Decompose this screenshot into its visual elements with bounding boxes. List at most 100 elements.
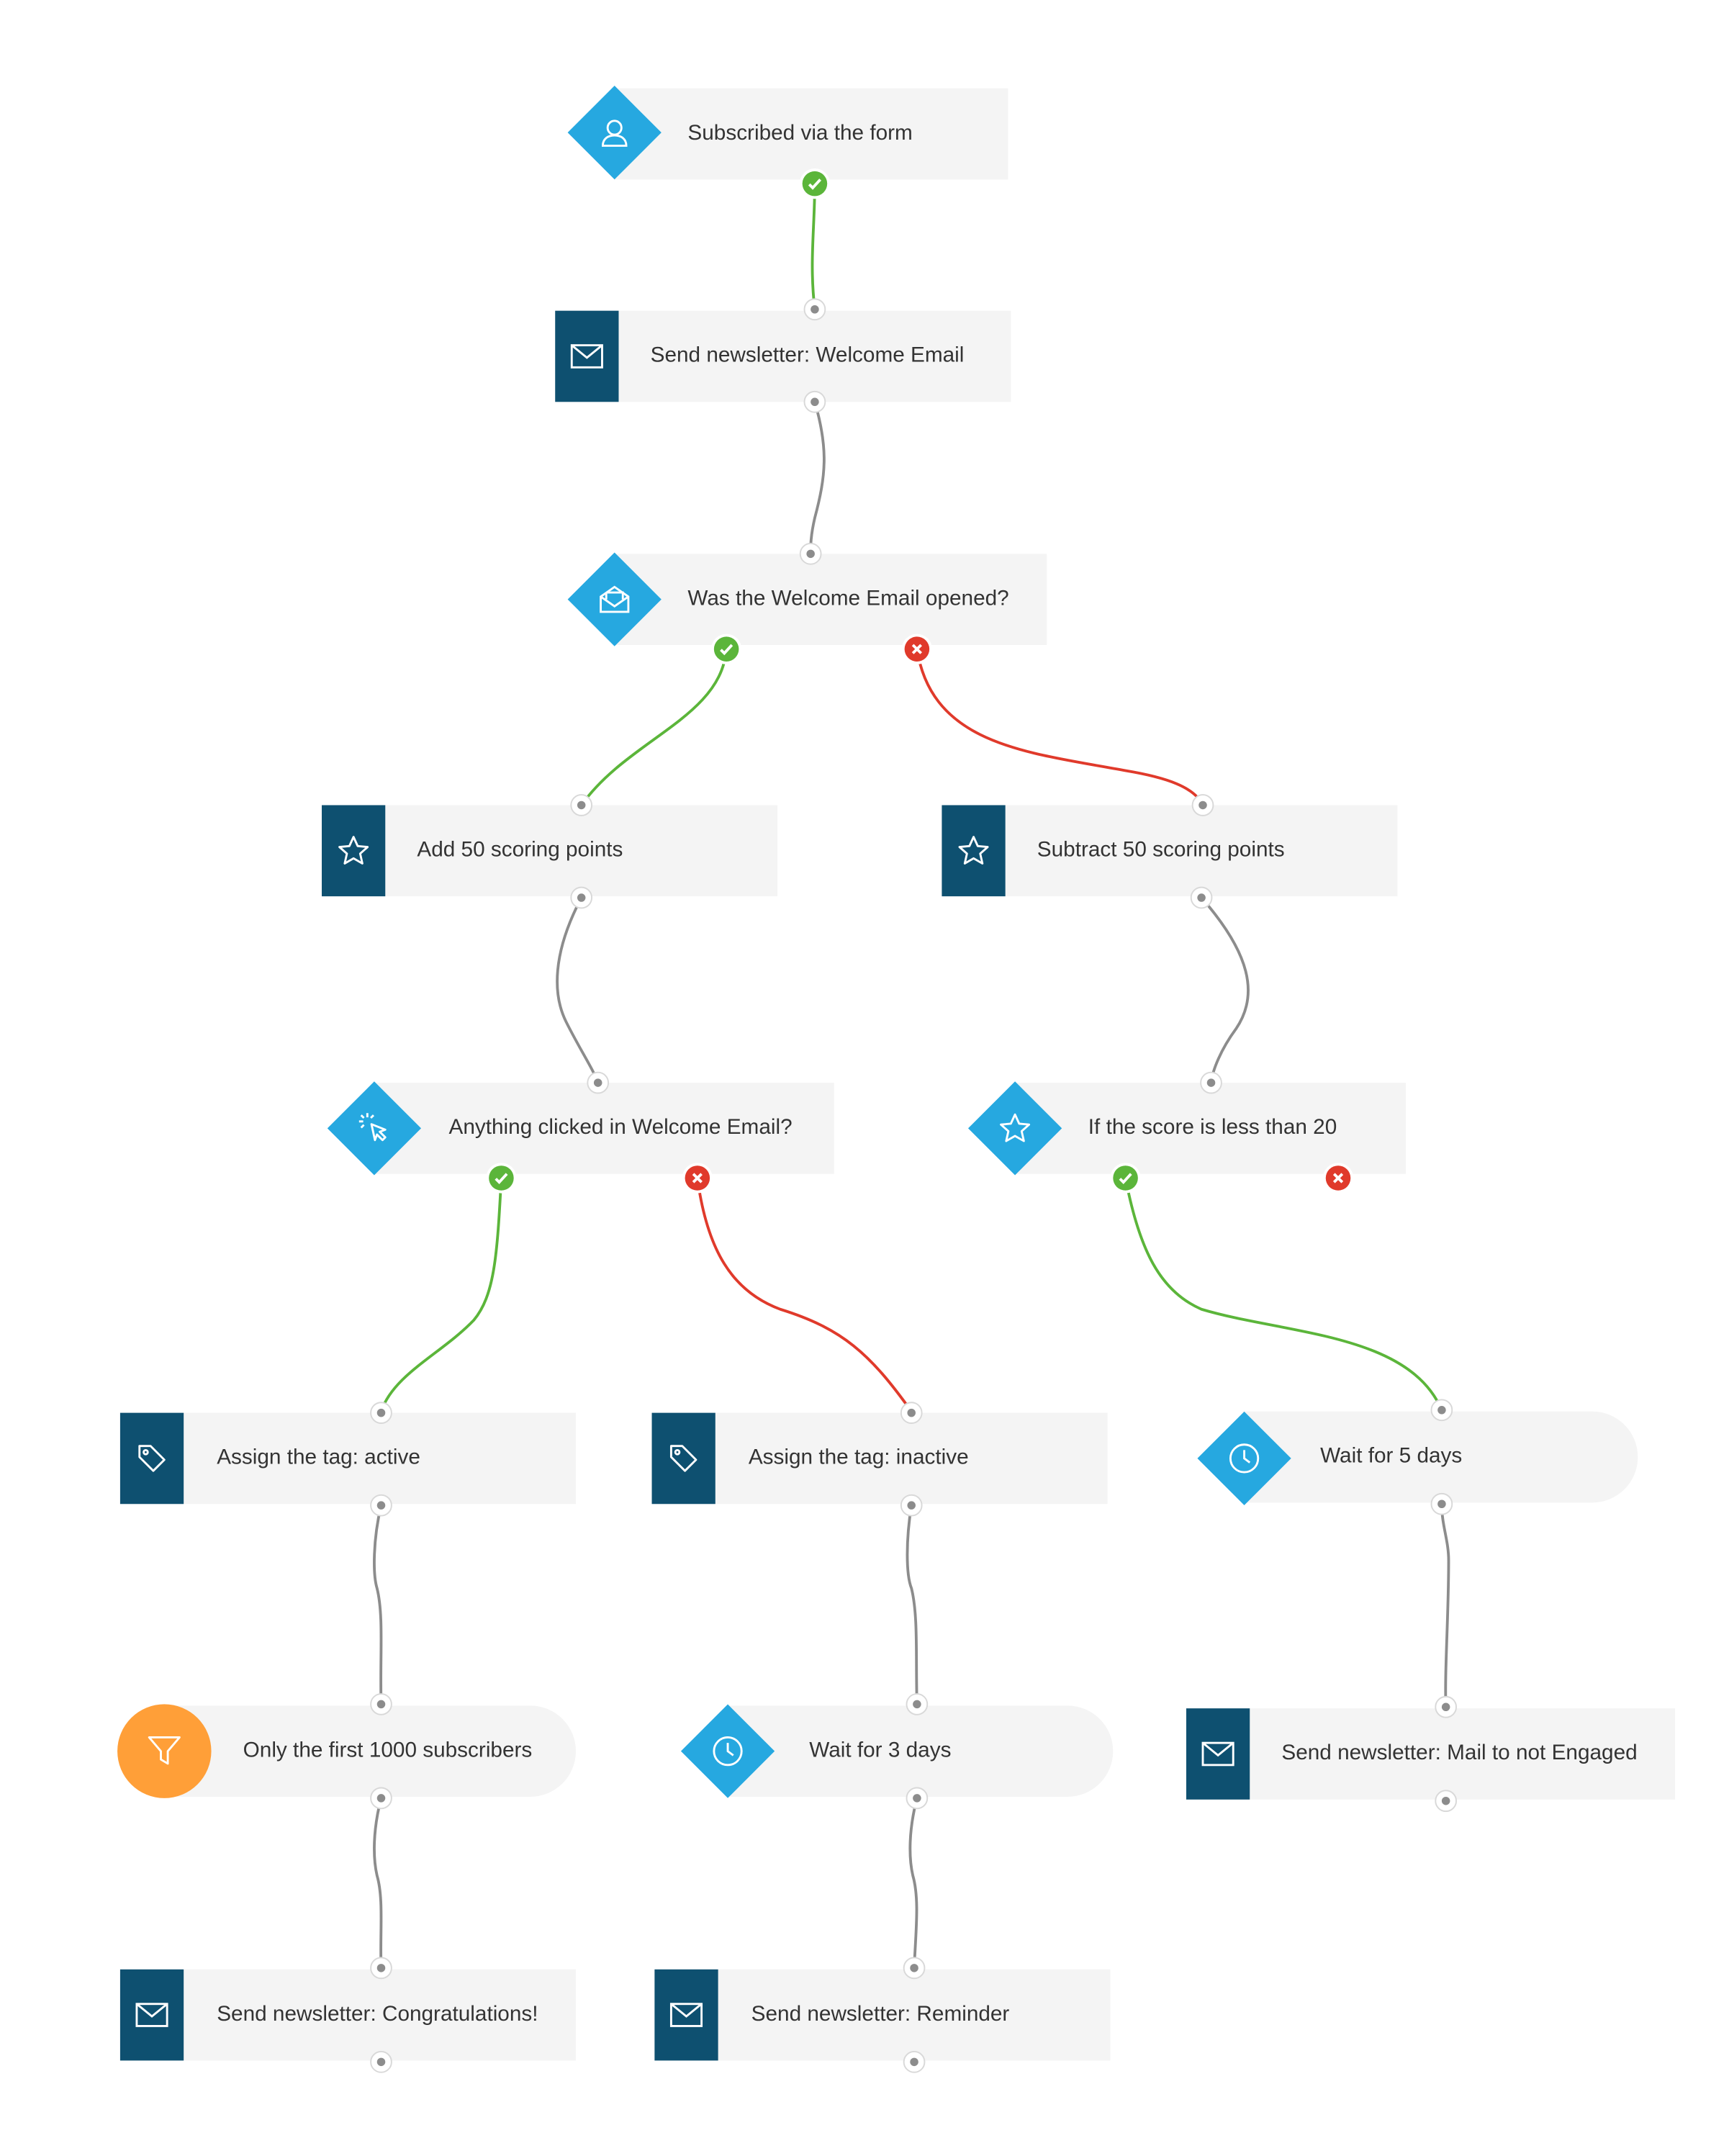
node-label: Subtract 50 scoring points [1037, 838, 1285, 862]
condition-icon-tile[interactable] [327, 1081, 422, 1176]
output-port[interactable] [1435, 1790, 1458, 1813]
cross-icon [1332, 1173, 1344, 1183]
no-outcome-badge[interactable] [904, 636, 930, 662]
link-score-check-to-wait5 [1124, 1178, 1443, 1411]
action-icon-tile[interactable] [651, 1412, 715, 1505]
condition-icon-tile[interactable] [967, 1081, 1062, 1176]
input-port[interactable] [906, 1693, 929, 1715]
checkmark-icon [1119, 1173, 1132, 1185]
link-wait3-to-reminder [908, 1798, 918, 1968]
star-icon [338, 836, 369, 865]
node-wait5[interactable]: Wait for 5 days [1242, 1411, 1638, 1503]
output-port[interactable] [900, 1494, 923, 1517]
node-label: Assign the tag: active [217, 1445, 420, 1470]
tag-icon [669, 1445, 698, 1472]
node-filter-first[interactable]: Only the first 1000 subscribers [164, 1705, 577, 1797]
condition-icon-tile[interactable] [680, 1704, 775, 1798]
yes-outcome-badge[interactable] [713, 636, 739, 662]
output-port[interactable] [903, 2050, 926, 2073]
link-subtract-points-to-score-check [1200, 896, 1250, 1083]
action-icon-tile[interactable] [119, 1412, 184, 1505]
input-port[interactable] [903, 1957, 926, 1980]
node-label: Send newsletter: Congratulations! [217, 2002, 538, 2026]
action-icon-tile[interactable] [322, 805, 386, 897]
node-label: Assign the tag: inactive [748, 1445, 969, 1470]
checkmark-icon [495, 1173, 508, 1185]
input-port[interactable] [370, 1693, 392, 1715]
input-port[interactable] [1430, 1399, 1453, 1422]
node-score-check[interactable]: If the score is less than 20 [1015, 1083, 1407, 1174]
link-opened-to-subtract-points [915, 649, 1204, 806]
node-subscribed[interactable]: Subscribed via the form [614, 88, 1008, 180]
action-icon-tile[interactable] [942, 805, 1006, 897]
output-port[interactable] [906, 1787, 929, 1810]
envelope-icon [135, 2003, 168, 2027]
output-port[interactable] [803, 390, 826, 413]
input-port[interactable] [803, 298, 826, 321]
yes-outcome-badge[interactable] [802, 171, 828, 197]
node-wait3[interactable]: Wait for 3 days [728, 1705, 1114, 1797]
action-icon-tile[interactable] [1186, 1708, 1250, 1800]
action-icon-tile[interactable] [555, 310, 619, 402]
action-icon-tile[interactable] [654, 1969, 718, 2061]
open-envelope-icon [600, 585, 630, 613]
input-port[interactable] [1200, 1071, 1222, 1094]
condition-icon-tile[interactable] [1197, 1411, 1291, 1506]
node-welcome-email[interactable]: Send newsletter: Welcome Email [555, 310, 1011, 402]
node-add-points[interactable]: Add 50 scoring points [322, 805, 778, 897]
link-wait5-to-not-engaged [1440, 1504, 1450, 1708]
node-label: Was the Welcome Email opened? [687, 587, 1009, 610]
yes-outcome-badge[interactable] [1113, 1165, 1138, 1191]
clock-icon [713, 1736, 743, 1767]
no-outcome-badge[interactable] [685, 1165, 710, 1191]
input-port[interactable] [570, 794, 593, 816]
output-port[interactable] [1430, 1492, 1453, 1515]
condition-icon-tile[interactable] [567, 552, 662, 646]
yes-outcome-badge[interactable] [489, 1165, 514, 1191]
input-port[interactable] [587, 1071, 610, 1094]
input-port[interactable] [1191, 794, 1214, 816]
output-port[interactable] [570, 886, 593, 909]
node-label: Add 50 scoring points [417, 838, 623, 862]
input-port[interactable] [799, 542, 822, 565]
trigger-icon-tile[interactable] [567, 86, 662, 180]
envelope-icon [669, 2003, 703, 2027]
input-port[interactable] [370, 1957, 392, 1980]
input-port[interactable] [1435, 1695, 1458, 1718]
no-outcome-badge[interactable] [1325, 1165, 1351, 1191]
node-tag-active[interactable]: Assign the tag: active [119, 1412, 577, 1505]
cross-icon [911, 644, 922, 654]
node-label: Wait for 5 days [1320, 1444, 1463, 1469]
output-port[interactable] [1190, 886, 1213, 909]
clock-icon [1229, 1443, 1260, 1474]
input-port[interactable] [370, 1402, 392, 1424]
node-tag-inactive[interactable]: Assign the tag: inactive [651, 1412, 1108, 1505]
node-label: If the score is less than 20 [1088, 1116, 1337, 1140]
node-reminder[interactable]: Send newsletter: Reminder [654, 1969, 1111, 2061]
node-opened[interactable]: Was the Welcome Email opened? [614, 554, 1047, 645]
node-label: Send newsletter: Reminder [751, 2002, 1010, 2026]
output-port[interactable] [370, 1494, 392, 1517]
user-icon [601, 119, 628, 147]
cursor-click-icon [358, 1113, 387, 1142]
star-icon [1000, 1113, 1031, 1142]
node-clicked[interactable]: Anything clicked in Welcome Email? [374, 1083, 834, 1174]
output-port[interactable] [370, 1787, 392, 1810]
action-icon-tile[interactable] [119, 1969, 184, 2061]
link-welcome-email-to-opened [809, 401, 826, 554]
link-clicked-to-tag-active [379, 1178, 503, 1412]
checkmark-icon [808, 179, 822, 190]
output-port[interactable] [370, 2050, 392, 2073]
input-port[interactable] [900, 1402, 923, 1424]
link-opened-to-add-points [580, 649, 728, 806]
node-congrats[interactable]: Send newsletter: Congratulations! [119, 1969, 577, 2061]
node-label: Anything clicked in Welcome Email? [448, 1116, 793, 1140]
link-clicked-to-tag-inactive [695, 1178, 913, 1412]
node-not-engaged[interactable]: Send newsletter: Mail to not Engaged [1186, 1708, 1676, 1800]
node-label: Send newsletter: Mail to not Engaged [1281, 1741, 1638, 1765]
link-add-points-to-clicked [556, 897, 600, 1083]
node-subtract-points[interactable]: Subtract 50 scoring points [942, 805, 1398, 897]
filter-icon-tile[interactable] [117, 1704, 212, 1798]
